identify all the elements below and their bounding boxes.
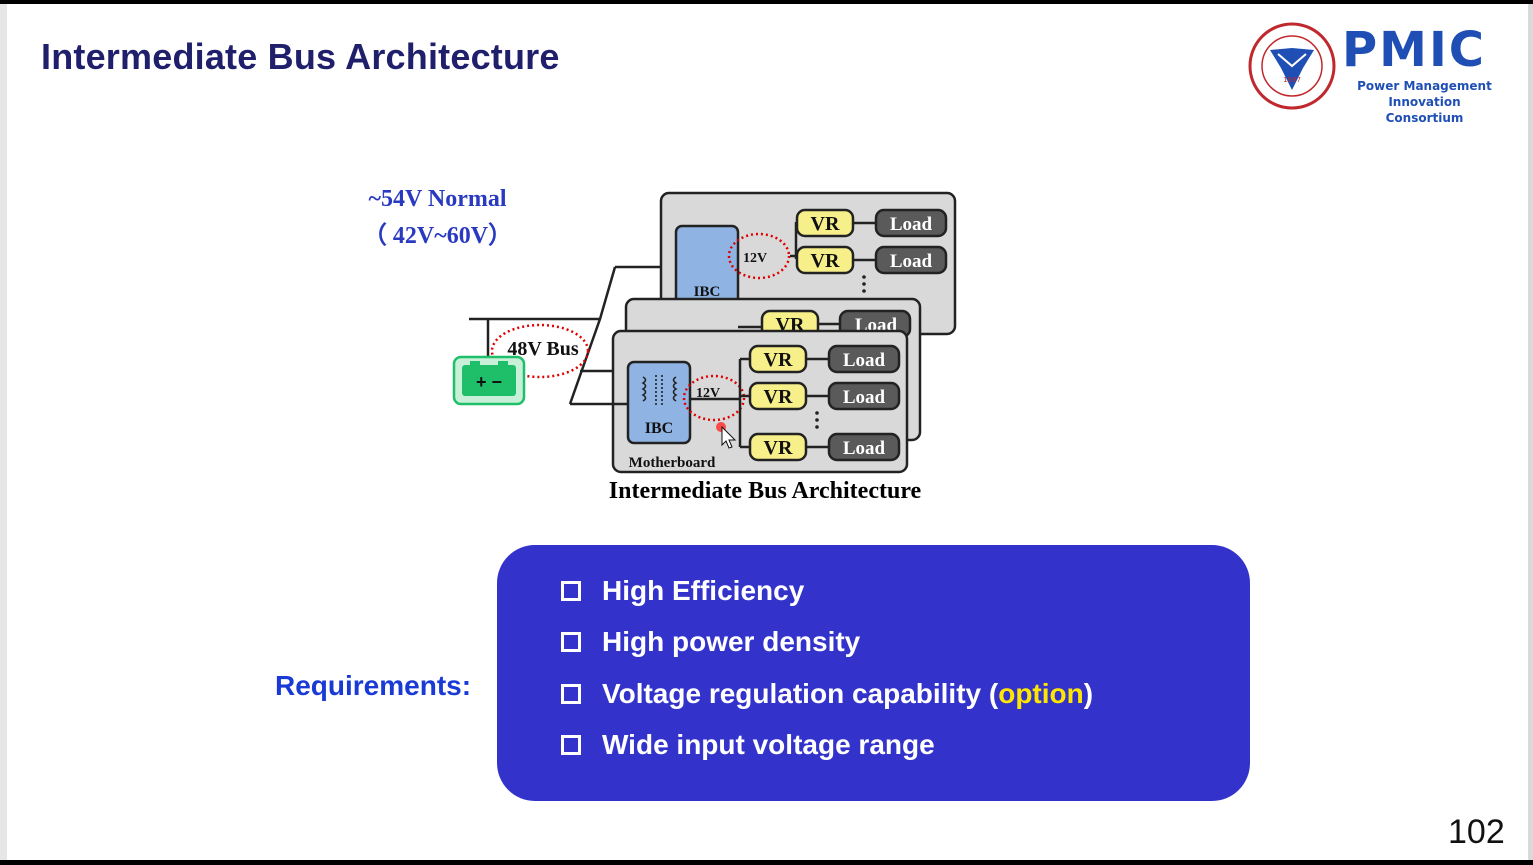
battery-symbols: + − [476, 372, 502, 392]
back-12v-ellipse [727, 232, 791, 280]
front-vr-label-3: VR [764, 437, 793, 459]
front-ibc-label: IBC [645, 420, 673, 437]
voltage-nominal: ~54V Normal [368, 186, 507, 212]
requirement-suffix: ) [1083, 678, 1094, 709]
requirements-label: Requirements: [275, 670, 472, 701]
slide-left-edge [0, 4, 7, 860]
motherboard-label: Motherboard [629, 455, 716, 471]
requirement-text: Voltage regulation capability ( [602, 678, 999, 709]
front-12v-ellipse [682, 374, 746, 422]
requirement-text: High Efficiency [602, 575, 805, 606]
slide-title: Intermediate Bus Architecture [41, 36, 560, 77]
front-12v-label: 12V [696, 386, 720, 401]
voltage-range: （ 42V~60V） [362, 223, 513, 249]
back-vr-label-2: VR [811, 250, 840, 272]
requirement-item: High Efficiency [561, 571, 804, 611]
requirement-text: Wide input voltage range [602, 729, 935, 760]
checkbox-icon [561, 735, 581, 755]
front-load-label-2: Load [843, 387, 886, 408]
emblem-year: 1897 [1283, 76, 1301, 84]
requirement-text: High power density [602, 626, 861, 657]
front-load-label-1: Load [843, 350, 886, 371]
back-vr-label-1: VR [811, 213, 840, 235]
front-vr-label-1: VR [764, 349, 793, 371]
back-load-label-2: Load [890, 251, 933, 272]
front-load-block-2 [827, 381, 901, 411]
bus-ellipse [490, 323, 590, 379]
back-load-block-1 [874, 208, 948, 238]
pmic-logo-subtitle: Power Management Innovation Consortium [1352, 78, 1497, 126]
pmic-logo-text: PMIC [1342, 22, 1487, 78]
back-load-label-1: Load [890, 214, 933, 235]
back-ibc-label: IBC [694, 284, 721, 300]
checkbox-icon [561, 632, 581, 652]
front-load-block-1 [827, 344, 901, 374]
back-load-block-2 [874, 245, 948, 275]
slide-right-edge [1528, 4, 1533, 860]
diagram-caption: Intermediate Bus Architecture [608, 478, 922, 504]
slide: Intermediate Bus Architecture 1897 PMIC … [0, 4, 1533, 860]
checkbox-icon [561, 684, 581, 704]
page-number: 102 [1448, 813, 1505, 851]
front-vr-label-2: VR [764, 386, 793, 408]
requirements-box: High Efficiency High power density Volta… [497, 545, 1250, 801]
mouse-cursor-icon [721, 425, 737, 449]
checkbox-icon [561, 581, 581, 601]
bus-label: 48V Bus [507, 338, 579, 360]
zju-emblem-logo: 1897 [1248, 22, 1336, 110]
logo-subtitle-line1: Power Management [1357, 79, 1492, 93]
requirement-item: High power density [561, 622, 860, 662]
logo-subtitle-line2: Innovation Consortium [1385, 95, 1464, 125]
ibus-diagram: IBC 12V VR VR Load Load VR Load I [452, 191, 957, 474]
voltage-annotation: ~54V Normal （ 42V~60V） [350, 181, 525, 255]
requirement-highlight: option [998, 678, 1084, 709]
requirement-item: Voltage regulation capability (option) [561, 674, 1093, 714]
back-12v-label: 12V [743, 251, 767, 266]
front-load-label-3: Load [843, 438, 886, 459]
transformer-icon [641, 375, 678, 405]
requirement-item: Wide input voltage range [561, 725, 935, 765]
front-load-block-3 [827, 432, 901, 462]
